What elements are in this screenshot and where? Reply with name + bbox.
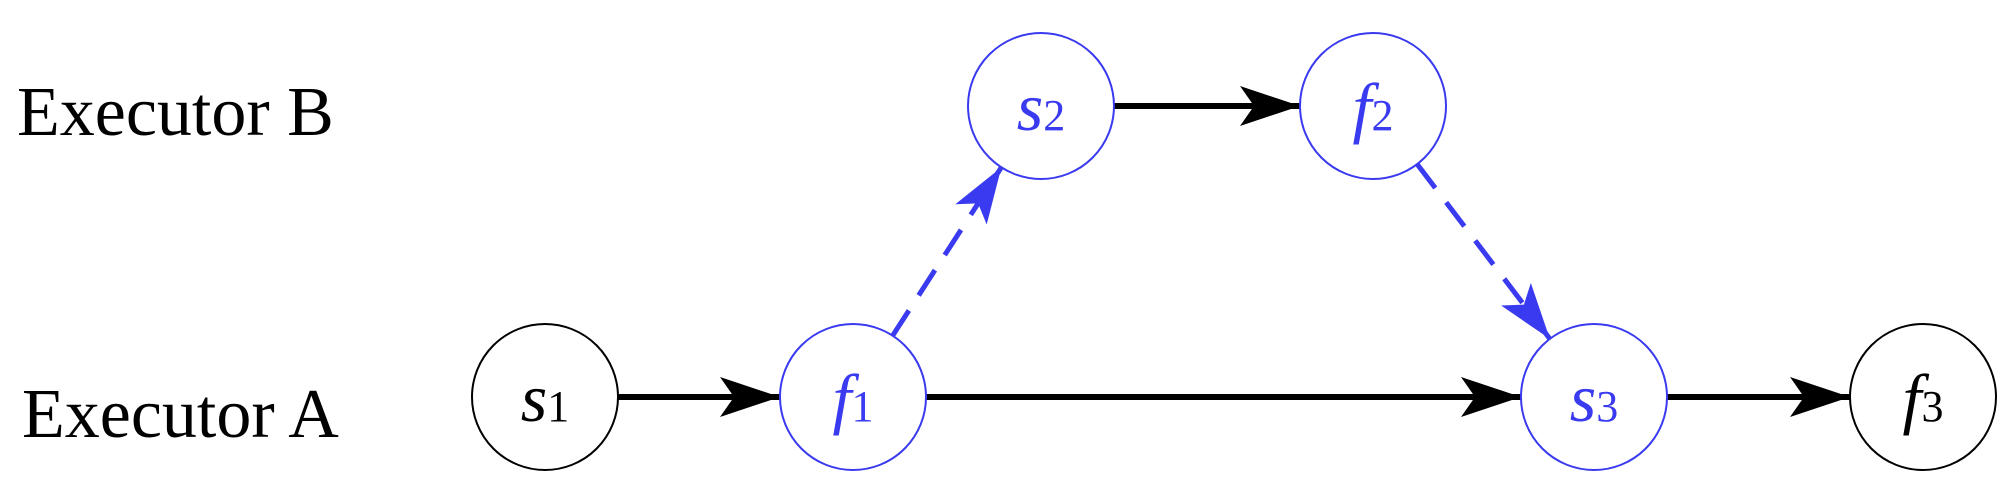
node-s1: s1	[471, 323, 619, 471]
node-s3-var: s	[1570, 360, 1596, 436]
svg-text:s1: s1	[521, 360, 569, 436]
node-f1: f1	[779, 323, 927, 471]
edge-f1-to-s2	[890, 165, 1004, 338]
edge-f2-to-s3	[1415, 162, 1552, 341]
node-s2-sub: 2	[1043, 91, 1065, 140]
node-s2-var: s	[1017, 69, 1043, 145]
node-f3: f3	[1849, 323, 1997, 471]
node-s3-sub: 3	[1596, 382, 1618, 431]
node-f3-sub: 3	[1921, 382, 1943, 431]
node-f1-sub: 1	[851, 382, 873, 431]
node-s1-sub: 1	[547, 382, 569, 431]
node-s2: s2	[967, 32, 1115, 180]
svg-text:s2: s2	[1017, 69, 1065, 145]
node-s3: s3	[1520, 323, 1668, 471]
node-f2-sub: 2	[1371, 91, 1393, 140]
executor-b-label: Executor B	[17, 74, 334, 151]
executor-a-label: Executor A	[22, 376, 339, 453]
node-s1-var: s	[521, 360, 547, 436]
edges-layer	[545, 86, 1850, 417]
svg-text:s3: s3	[1570, 360, 1618, 436]
node-f2: f2	[1299, 32, 1447, 180]
